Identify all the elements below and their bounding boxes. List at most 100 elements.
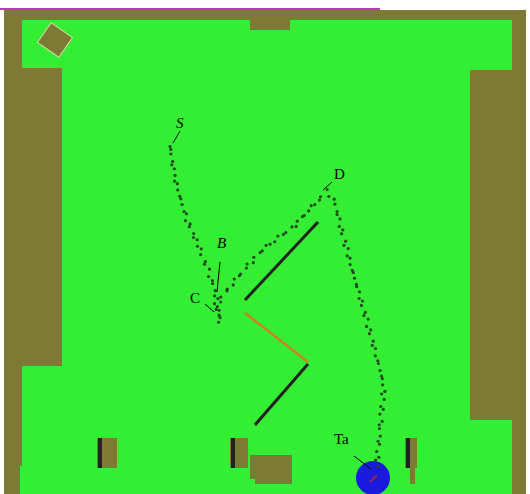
target-mark — [370, 475, 377, 482]
trajectory-dot — [336, 210, 339, 213]
trajectory-dot — [219, 295, 222, 298]
trajectory-dot — [319, 195, 322, 198]
trajectory-dot — [284, 231, 287, 234]
trajectory — [168, 145, 386, 469]
trajectory-dot — [218, 316, 221, 319]
trajectory-dot — [199, 253, 202, 256]
trajectory-dot — [171, 160, 174, 163]
trajectory-dot — [307, 209, 310, 212]
top-edge-line — [0, 8, 380, 10]
trajectory-dot — [226, 288, 229, 291]
trajectory-dot — [377, 362, 380, 365]
trajectory-dot — [219, 300, 222, 303]
trajectory-dot — [381, 420, 384, 423]
trajectory-dot — [203, 263, 206, 266]
trajectory-dot — [382, 408, 385, 411]
trajectory-dot — [276, 235, 279, 238]
trajectory-dot — [383, 398, 386, 401]
trajectory-dot — [355, 285, 358, 288]
trajectory-dot — [381, 383, 384, 386]
trajectory-dot — [239, 272, 242, 275]
trajectory-dot — [195, 238, 198, 241]
trajectory-dot — [252, 261, 255, 264]
trajectory-dot — [182, 210, 185, 213]
trajectory-dot — [383, 390, 386, 393]
trajectory-dot — [381, 377, 384, 380]
trajectory-dot — [342, 244, 345, 247]
trajectory-dot — [368, 332, 371, 335]
trajectory-dot — [173, 167, 176, 170]
trajectory-dot — [375, 450, 378, 453]
trajectory-dot — [232, 283, 235, 286]
trajectory-dot — [348, 257, 351, 260]
trajectory-dot — [338, 225, 341, 228]
trajectory-dot — [380, 392, 383, 395]
leader-line — [205, 304, 214, 312]
point-label: Ta — [334, 432, 349, 447]
trajectory-dot — [340, 232, 343, 235]
trajectory-dot — [215, 308, 218, 311]
trajectory-dot — [207, 275, 210, 278]
trajectory-dot — [246, 262, 249, 265]
post-shadow — [406, 438, 410, 468]
trajectory-dot — [213, 302, 216, 305]
trajectory-dot — [344, 240, 347, 243]
trajectory-dot — [218, 309, 221, 312]
trajectory-dot — [347, 247, 350, 250]
post — [97, 438, 117, 468]
trajectory-dot — [200, 247, 203, 250]
trajectory-dot — [252, 256, 255, 259]
trajectory-dot — [264, 244, 267, 247]
trajectory-dot — [374, 347, 377, 350]
trajectory-dot — [349, 263, 352, 266]
trajectory-dot — [371, 344, 374, 347]
trajectory-dot — [335, 213, 338, 216]
right-wall — [470, 70, 512, 420]
trajectory-dot — [310, 204, 313, 207]
top-notch — [250, 18, 290, 30]
left-wall — [22, 68, 62, 366]
point-label: D — [334, 167, 345, 182]
trajectory-dot — [216, 297, 219, 300]
trajectory-dot — [379, 405, 382, 408]
leader-line — [173, 131, 180, 143]
leader-line — [217, 262, 220, 292]
trajectory-dot — [353, 277, 356, 280]
trajectory-dot — [196, 245, 199, 248]
trajectory-dot — [378, 369, 381, 372]
trajectory-dot — [346, 254, 349, 257]
trajectory-dot — [338, 217, 341, 220]
trajectory-dot — [374, 459, 377, 462]
trajectory-dot — [313, 203, 316, 206]
post — [230, 438, 248, 468]
trajectory-dot — [168, 145, 171, 148]
trajectory-dot — [176, 182, 179, 185]
trajectory-dot — [364, 311, 367, 314]
trajectory-dot — [188, 225, 191, 228]
floor — [22, 20, 512, 466]
bottom-floor — [20, 466, 255, 484]
trajectory-dot — [180, 203, 183, 206]
bottom-floor — [415, 466, 512, 484]
bottom-floor — [292, 466, 410, 484]
obstacle-wall — [245, 222, 318, 300]
trajectory-dot — [214, 289, 217, 292]
trajectory-dot — [377, 456, 380, 459]
trajectory-dot — [273, 240, 276, 243]
trajectory-dot — [378, 412, 381, 415]
trajectory-dot — [318, 198, 321, 201]
trajectory-dot — [325, 188, 328, 191]
post-shadow — [98, 438, 102, 468]
trajectory-dot — [369, 328, 372, 331]
trajectory-dot — [376, 465, 379, 468]
trajectory-dot — [184, 219, 187, 222]
trajectory-dot — [290, 225, 293, 228]
bottom-block — [250, 455, 292, 479]
trajectory-dot — [216, 305, 219, 308]
trajectory-dot — [327, 195, 330, 198]
trajectory-dot — [217, 321, 220, 324]
trajectory-dot — [367, 318, 370, 321]
trajectory-dot — [333, 198, 336, 201]
trajectory-dot — [378, 427, 381, 430]
